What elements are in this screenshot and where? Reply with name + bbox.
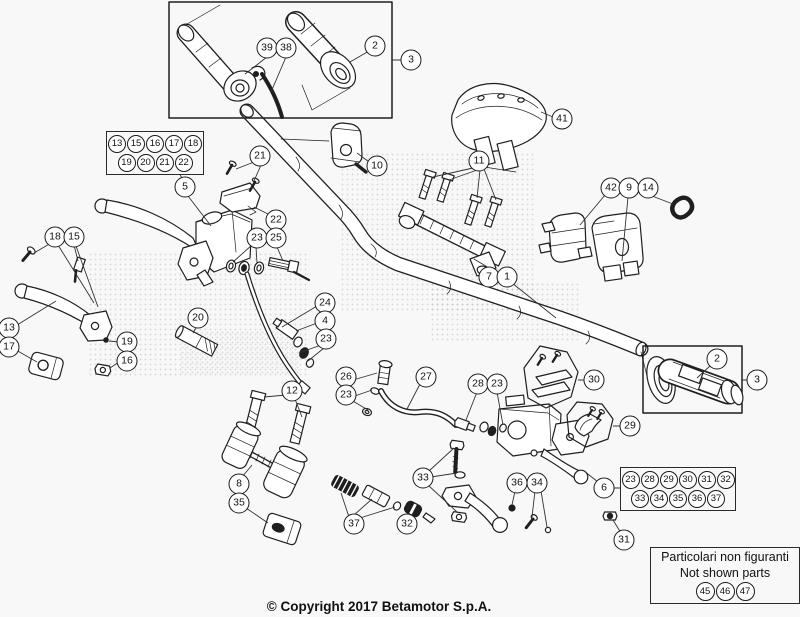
cable-hook-drawing	[672, 198, 692, 218]
callout-23: 23	[486, 373, 508, 395]
linkage-parts-drawing	[331, 475, 435, 523]
callout-9: 9	[618, 177, 640, 199]
leader-lines	[16, 51, 748, 533]
group-callout-20: 20	[136, 153, 155, 172]
clutch-master-cylinder-drawing	[95, 199, 252, 286]
group-callout-13: 13	[108, 134, 126, 153]
brake-hose-drawing	[381, 391, 507, 437]
kill-switch-drawing	[281, 123, 366, 172]
callout-16: 16	[116, 350, 138, 372]
locknut-drawing	[603, 512, 617, 520]
not-shown-part-46: 46	[715, 581, 735, 601]
callout-18: 18	[44, 226, 66, 248]
callout-35: 35	[228, 492, 250, 514]
callout-8: 8	[228, 473, 250, 495]
switch-9-drawing	[578, 213, 643, 281]
callout-20: 20	[187, 307, 209, 329]
callout-3: 3	[400, 49, 422, 71]
callout-37: 37	[343, 513, 365, 535]
handlebar-clamp-drawing	[397, 202, 505, 277]
callout-5: 5	[174, 176, 196, 198]
group-callout-37: 37	[707, 489, 725, 508]
callout-19: 19	[116, 331, 138, 353]
not-shown-part-47: 47	[735, 581, 755, 601]
callout-28: 28	[467, 373, 489, 395]
headlight-mask-drawing	[452, 84, 547, 172]
clutch-cable-drawing	[247, 274, 310, 394]
group-callout-29: 29	[659, 470, 678, 489]
group-callout-18: 18	[184, 134, 202, 153]
throttle-assembly-box	[169, 2, 392, 118]
group-callout-17: 17	[165, 134, 183, 153]
callout-34: 34	[526, 472, 548, 494]
callout-36: 36	[506, 472, 528, 494]
callout-12: 12	[281, 380, 303, 402]
lever-bracket-drawing	[220, 160, 260, 215]
group-callout-33: 33	[631, 489, 649, 508]
bar-mount-assembly-drawing	[220, 419, 309, 500]
not-shown-line-it: Particolari non figuranti	[661, 550, 789, 565]
callout-23: 23	[246, 227, 268, 249]
clutch-banjo-washers-drawing	[225, 256, 309, 280]
pivot-bolt-drawing	[446, 440, 467, 522]
group-callout-34: 34	[650, 489, 668, 508]
clamp-shell-box-drawing	[567, 402, 613, 447]
spare-brake-lever-drawing	[442, 485, 551, 533]
callout-23: 23	[335, 384, 357, 406]
group-callout-22: 22	[174, 153, 193, 172]
group-callout-36: 36	[688, 489, 706, 508]
group-callout-19: 19	[117, 153, 136, 172]
callout-11: 11	[468, 150, 490, 172]
group-callout-15: 15	[127, 134, 145, 153]
cable-adjuster-drawing	[272, 317, 315, 369]
handlebar-drawing	[238, 102, 648, 357]
group-callout-23: 23	[621, 470, 640, 489]
copyright-text: © Copyright 2017 Betamotor S.p.A.	[266, 599, 492, 614]
callout-2: 2	[364, 35, 386, 57]
callout-2: 2	[706, 348, 728, 370]
brake-banjo-drawing	[362, 360, 393, 417]
callout-6: 6	[593, 477, 615, 499]
not-shown-line-en: Not shown parts	[679, 565, 771, 580]
callout-29: 29	[619, 415, 641, 437]
callout-33: 33	[412, 467, 434, 489]
callout-41: 41	[551, 108, 573, 130]
callout-38: 38	[275, 37, 297, 59]
not-shown-parts-box: Particolari non figuranti Not shown part…	[650, 547, 800, 604]
callout-32: 32	[396, 513, 418, 535]
callout-14: 14	[637, 177, 659, 199]
callout-1: 1	[496, 266, 518, 288]
callout-39: 39	[256, 37, 278, 59]
group-callout-35: 35	[669, 489, 687, 508]
bar-pads-box-drawing	[524, 346, 578, 408]
brake-master-cylinder-drawing	[497, 395, 589, 484]
callout-27: 27	[415, 366, 437, 388]
callout-25: 25	[265, 227, 287, 249]
group-callout-31: 31	[697, 470, 716, 489]
group-callout-16: 16	[146, 134, 164, 153]
group-callout-32: 32	[716, 470, 735, 489]
not-shown-part-45: 45	[695, 581, 715, 601]
callout-30: 30	[583, 369, 605, 391]
callout-23: 23	[315, 328, 337, 350]
callout-3: 3	[746, 369, 768, 391]
callout-15: 15	[63, 226, 85, 248]
spare-clutch-lever-drawing	[15, 245, 112, 380]
group-callout-21: 21	[155, 153, 174, 172]
callout-10: 10	[366, 155, 388, 177]
callout-31: 31	[613, 529, 635, 551]
callout-7: 7	[478, 266, 500, 288]
adjuster-barrel-drawing	[174, 325, 218, 356]
group-callout-28: 28	[640, 470, 659, 489]
callout-17: 17	[0, 336, 20, 358]
grip-box-drawing	[641, 346, 745, 413]
rubber-pad-drawing	[262, 512, 302, 545]
callout-21: 21	[249, 145, 271, 167]
group-callout-30: 30	[678, 470, 697, 489]
